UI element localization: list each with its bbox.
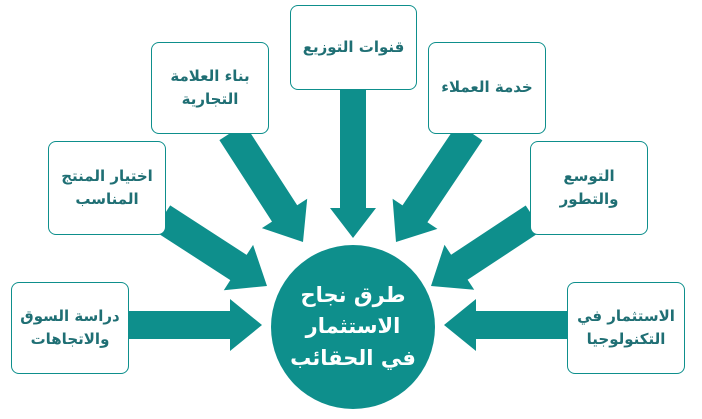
- box-expansion: التوسع والتطور: [530, 141, 648, 235]
- box-product-selection: اختيار المنتج المناسب: [48, 141, 166, 235]
- center-title: طرق نجاح الاستثمار في الحقائب: [290, 282, 416, 370]
- box-label: خدمة العملاء: [441, 78, 533, 97]
- arrow-from-product-selection: [153, 205, 267, 291]
- arrow-from-customer-service: [392, 123, 483, 242]
- arrow-from-distribution-channels: [330, 90, 376, 238]
- arrow-from-brand-building: [219, 123, 308, 242]
- box-label: اختيار المنتج المناسب: [61, 166, 153, 208]
- box-distribution-channels: قنوات التوزيع: [290, 5, 417, 90]
- arrow-from-technology-investment: [444, 299, 568, 351]
- box-label: الاستثمار في التكنولوجيا: [577, 306, 675, 348]
- box-market-research: دراسة السوق والاتجاهات: [11, 282, 129, 374]
- box-label: التوسع والتطور: [559, 166, 619, 208]
- arrow-from-expansion: [431, 205, 543, 290]
- box-technology-investment: الاستثمار في التكنولوجيا: [567, 282, 685, 374]
- center-circle: طرق نجاح الاستثمار في الحقائب: [271, 245, 435, 409]
- box-label: قنوات التوزيع: [302, 37, 405, 56]
- box-label: بناء العلامة التجارية: [170, 66, 250, 108]
- arrow-from-market-research: [128, 299, 262, 351]
- box-brand-building: بناء العلامة التجارية: [151, 42, 269, 134]
- box-customer-service: خدمة العملاء: [428, 42, 546, 134]
- box-label: دراسة السوق والاتجاهات: [20, 306, 120, 348]
